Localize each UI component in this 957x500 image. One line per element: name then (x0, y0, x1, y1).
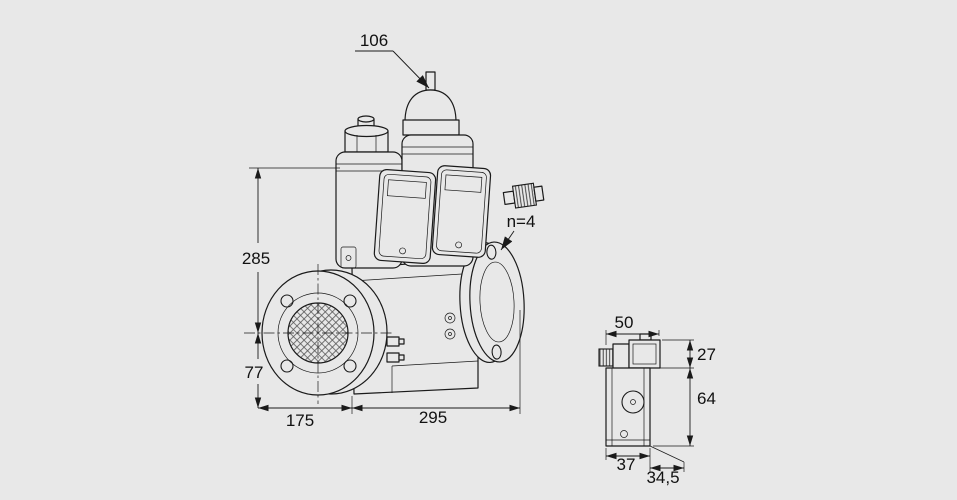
sv-coil (612, 343, 630, 371)
flange-bolt-hole (280, 294, 294, 308)
centerlines (244, 264, 392, 404)
dim-50: 50 (606, 313, 659, 338)
dim-34-5: 34,5 (646, 464, 684, 487)
inlet-flange (261, 269, 388, 396)
dim-175: 175 (258, 404, 352, 430)
dim-64: 64 (686, 368, 716, 446)
dim-295: 295 (352, 404, 520, 427)
dim-106: 106 (355, 31, 430, 89)
main-view: 106 285 77 175 295 (242, 31, 545, 430)
flange-bolt-hole (343, 359, 357, 373)
rating-plate-right (431, 165, 492, 258)
side-view: 50 27 64 37 34,5 (598, 313, 716, 487)
sv-port (621, 390, 645, 414)
dim-label-106: 106 (360, 31, 388, 50)
rating-plate-left (373, 169, 437, 264)
dim-label-64: 64 (697, 389, 716, 408)
dim-27: 27 (686, 340, 716, 368)
flange-bolt-hole (280, 359, 294, 373)
dim-label-175: 175 (286, 411, 314, 430)
dim-77: 77 (245, 333, 264, 408)
body-bolt (444, 312, 456, 324)
dim-285: 285 (242, 168, 270, 333)
dim-label-295: 295 (419, 408, 447, 427)
dim-label-285: 285 (242, 249, 270, 268)
dim-37: 37 (606, 452, 650, 474)
sv-mounting-hole (620, 430, 628, 438)
flange-bolt-hole (486, 244, 497, 260)
flange-bolt-hole (491, 344, 502, 360)
dim-label-27: 27 (697, 345, 716, 364)
sv-body (605, 367, 651, 447)
cable-plug (502, 182, 545, 209)
actuator-stem (425, 71, 436, 91)
dimensions-main: 106 285 77 175 295 (242, 31, 536, 430)
dim-label-37: 37 (617, 455, 636, 474)
sv-connector (628, 333, 661, 369)
body-bolt (444, 328, 456, 340)
dim-n4: n=4 (500, 212, 536, 251)
dim-label-77: 77 (245, 363, 264, 382)
flange-bolt-hole (343, 294, 357, 308)
outlet-flange (459, 241, 525, 364)
dimensions-side: 50 27 64 37 34,5 (605, 313, 716, 487)
dim-label-50: 50 (615, 313, 634, 332)
dim-label-n4: n=4 (507, 212, 536, 231)
dim-label-34-5: 34,5 (646, 468, 679, 487)
sv-manual-knob (598, 348, 614, 367)
